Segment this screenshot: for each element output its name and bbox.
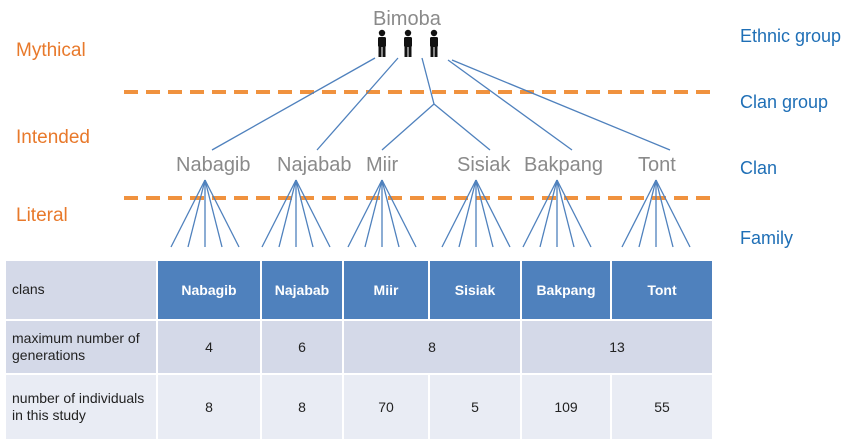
level-literal: Literal [16,205,68,226]
level-intended: Intended [16,127,90,148]
clans-table: clans Nabagib Najabab Miir Sisiak Bakpan… [4,259,714,441]
clan-hierarchy-diagram [124,29,712,248]
family-line [539,179,558,248]
family-line [347,179,383,248]
family-line [475,179,494,248]
table-cell: 55 [610,373,714,441]
family-line [475,179,511,248]
table-cell: 5 [428,373,522,441]
label-family: Family [740,228,793,248]
family-line [655,179,674,248]
table-cell: 6 [260,319,344,375]
row-label: maximum number of generations [4,319,158,375]
table-cell: 8 [156,373,262,441]
family-line [458,179,477,248]
column-header: Bakpang [520,259,612,321]
clan-name-bakpang: Bakpang [524,154,603,176]
table-row: maximum number of generations 4 6 8 13 [4,319,714,375]
family-line [381,179,400,248]
clan-name-tont: Tont [638,154,676,176]
clan-name-sisiak: Sisiak [457,154,511,176]
header-label: clans [4,259,158,321]
family-line [655,179,691,248]
family-line [278,179,297,248]
column-header: Tont [610,259,714,321]
family-line [522,179,558,248]
table-cell: 8 [342,319,522,375]
table-header-row: clans Nabagib Najabab Miir Sisiak Bakpan… [4,259,714,321]
family-line [170,179,206,248]
column-header: Miir [342,259,430,321]
people-icon [378,29,438,57]
table-cell: 70 [342,373,430,441]
label-clan-group: Clan group [740,92,829,112]
table-cell: 4 [156,319,262,375]
level-mythical: Mythical [16,40,86,61]
family-line [261,179,297,248]
family-line [187,179,206,248]
label-clan: Clan [740,158,778,178]
family-line [441,179,477,248]
table-cell: 109 [520,373,612,441]
table-row: number of individuals in this study 8 8 … [4,373,714,441]
column-header: Sisiak [428,259,522,321]
family-line [556,179,592,248]
row-label: number of individuals in this study [4,373,158,441]
family-line [638,179,657,248]
clan-name-najabab: Najabab [277,154,352,176]
family-line [204,179,223,248]
column-header: Najabab [260,259,344,321]
family-line [204,179,240,248]
clan-name-miir: Miir [366,154,399,176]
label-ethnic-group: Ethnic group [740,26,842,46]
clan-name-nabagib: Nabagib [176,154,251,176]
family-line [556,179,575,248]
family-line [381,179,417,248]
family-line [295,179,331,248]
table-cell: 8 [260,373,344,441]
family-line [364,179,383,248]
table-cell: 13 [520,319,714,375]
tree-links [211,57,671,151]
family-line [621,179,657,248]
family-line [295,179,314,248]
column-header: Nabagib [156,259,262,321]
family-fans [170,179,691,248]
ethnic-group-name: Bimoba [373,8,441,30]
